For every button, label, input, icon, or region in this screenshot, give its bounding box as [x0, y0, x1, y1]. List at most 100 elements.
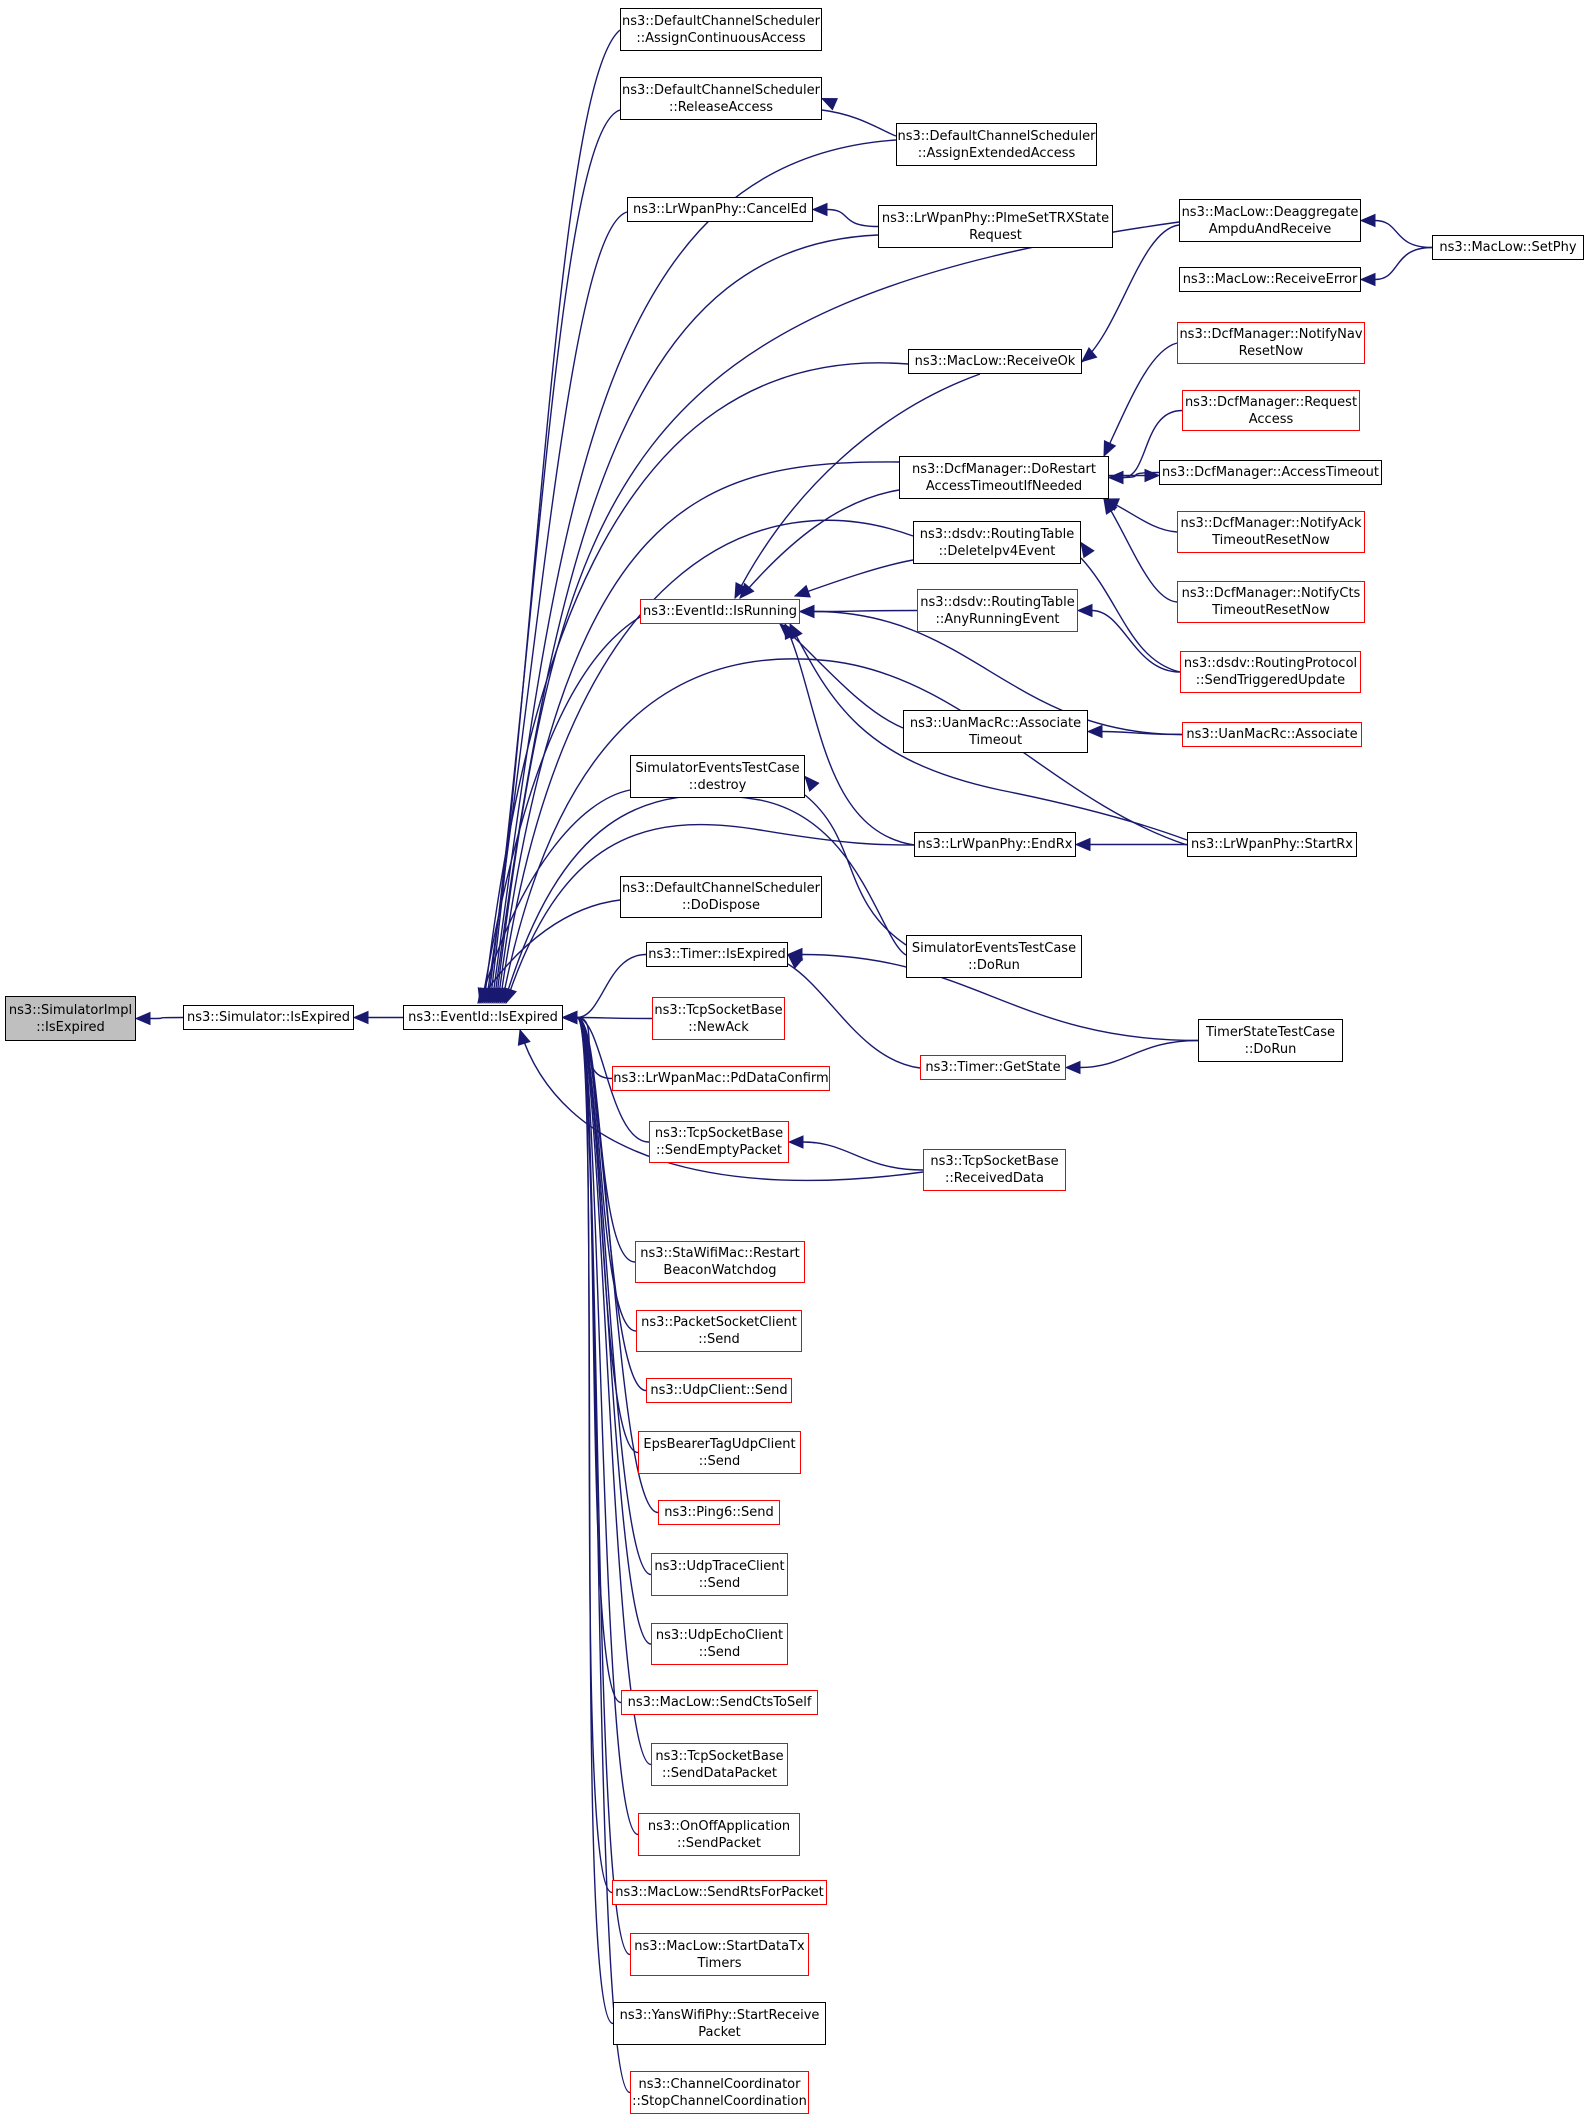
edge-dcf_dorestart-to-ev	[497, 461, 900, 1004]
edge-rp_stu-to-rt_any-arrowhead	[1076, 603, 1093, 618]
edge-dcf_nav-to-dcf_dorestart-arrowhead	[1103, 440, 1117, 458]
node-assign-extended-access[interactable]: ns3::DefaultChannelScheduler ::AssignExt…	[896, 123, 1097, 166]
edge-ml_recok-to-ev_isrun	[734, 373, 981, 599]
edge-sim-to-simimpl-arrowhead	[134, 1011, 151, 1026]
edge-timer_gs-to-timer_exp	[787, 963, 921, 1069]
node-dcf-do-restart-access-timeout[interactable]: ns3::DcfManager::DoRestart AccessTimeout…	[899, 456, 1109, 499]
edge-ping6-to-ev	[576, 1016, 659, 1514]
edge-tcp_rd-to-tcp_sep	[802, 1141, 924, 1171]
node-dcf-notify-ack-timeout[interactable]: ns3::DcfManager::NotifyAck TimeoutResetN…	[1177, 511, 1365, 553]
node-tcp-send-data-packet[interactable]: ns3::TcpSocketBase ::SendDataPacket	[651, 1743, 788, 1786]
node-lrwpan-end-rx[interactable]: ns3::LrWpanPhy::EndRx	[914, 832, 1076, 857]
node-dsdv-send-triggered-update[interactable]: ns3::dsdv::RoutingProtocol ::SendTrigger…	[1180, 651, 1361, 693]
edge-timer_test-to-timer_gs-arrowhead	[1064, 1060, 1081, 1075]
edge-tcp_rd-to-tcp_sep-arrowhead	[787, 1135, 804, 1149]
edge-ml_deagg-to-ml_recok	[1081, 224, 1180, 363]
edge-timer_test-to-timer_gs	[1079, 1039, 1199, 1069]
edge-dcs_dispose-to-ev-arrowhead	[477, 987, 492, 1005]
node-dcf-access-timeout[interactable]: ns3::DcfManager::AccessTimeout	[1159, 460, 1382, 485]
node-lrwpan-cancel-ed[interactable]: ns3::LrWpanPhy::CancelEd	[627, 197, 813, 222]
edge-dcf_dorestart-to-ev_isrun-arrowhead	[739, 582, 755, 599]
node-yans-start-receive-packet[interactable]: ns3::YansWifiPhy::StartReceive Packet	[613, 2002, 826, 2045]
edge-tcp_sdp-to-ev	[576, 1016, 652, 1766]
node-assign-continuous-access[interactable]: ns3::DefaultChannelScheduler ::AssignCon…	[620, 8, 822, 51]
edge-lr_endrx-to-ev_isrun	[784, 623, 915, 846]
edge-ml_recok-to-ev	[483, 362, 909, 1004]
edge-lr_ce-to-ev	[485, 211, 628, 1004]
node-lrwpan-mac-pd-data-confirm[interactable]: ns3::LrWpanMac::PdDataConfirm	[612, 1066, 830, 1091]
edge-ml_setphy-to-ml_deagg-arrowhead	[1359, 213, 1376, 228]
edge-ml_deagg-to-ml_recok-arrowhead	[1081, 347, 1098, 363]
edge-chcoord-to-ev-arrowhead	[561, 1010, 578, 1025]
edge-onoff-to-ev	[576, 1016, 639, 1836]
node-dsdv-delete-ipv4-event[interactable]: ns3::dsdv::RoutingTable ::DeleteIpv4Even…	[913, 521, 1081, 564]
node-event-id-is-running[interactable]: ns3::EventId::IsRunning	[640, 599, 800, 624]
node-timer-is-expired[interactable]: ns3::Timer::IsExpired	[646, 942, 788, 967]
node-sim-events-destroy[interactable]: SimulatorEventsTestCase ::destroy	[630, 755, 805, 798]
node-udp-trace-client-send[interactable]: ns3::UdpTraceClient ::Send	[651, 1553, 788, 1596]
node-simulator-is-expired[interactable]: ns3::Simulator::IsExpired	[183, 1005, 354, 1030]
node-dcf-notify-cts-timeout[interactable]: ns3::DcfManager::NotifyCts TimeoutResetN…	[1177, 581, 1365, 623]
node-dsdv-any-running-event[interactable]: ns3::dsdv::RoutingTable ::AnyRunningEven…	[917, 589, 1078, 632]
node-stop-channel-coordination[interactable]: ns3::ChannelCoordinator ::StopChannelCoo…	[630, 2071, 809, 2114]
node-maclow-deaggregate[interactable]: ns3::MacLow::Deaggregate AmpduAndReceive	[1179, 199, 1361, 242]
node-sta-restart-beacon-watchdog[interactable]: ns3::StaWifiMac::Restart BeaconWatchdog	[635, 1241, 805, 1283]
node-eps-bearer-tag-udp-client-send[interactable]: EpsBearerTagUdpClient ::Send	[638, 1431, 801, 1474]
edge-dcs_aea-to-dcs_ra-arrowhead	[820, 97, 838, 111]
edge-rp_stu-to-rt_del-arrowhead	[1080, 541, 1095, 559]
edge-rt_del-to-ev	[499, 519, 914, 1004]
edge-lr_endrx-to-ev-arrowhead	[504, 987, 517, 1005]
edge-rp_stu-to-rt_any	[1091, 609, 1181, 673]
edge-dcs_dispose-to-ev	[477, 899, 621, 1004]
edge-dcs_ra-to-ev	[487, 109, 621, 1004]
edge-timer_gs-to-timer_exp-arrowhead	[787, 953, 804, 970]
node-udp-echo-client-send[interactable]: ns3::UdpEchoClient ::Send	[651, 1623, 788, 1665]
node-dcs-do-dispose[interactable]: ns3::DefaultChannelScheduler ::DoDispose	[620, 876, 822, 918]
node-plme-set-trx-state-request[interactable]: ns3::LrWpanPhy::PlmeSetTRXState Request	[878, 205, 1113, 248]
node-tcp-send-empty-packet[interactable]: ns3::TcpSocketBase ::SendEmptyPacket	[649, 1121, 789, 1163]
edge-sim_destroy-to-ev	[479, 789, 631, 1004]
edge-dcf_cts-to-dcf_dorestart	[1103, 498, 1178, 603]
edge-timer_exp-to-ev	[576, 953, 647, 1019]
node-uan-associate-timeout[interactable]: ns3::UanMacRc::Associate Timeout	[903, 710, 1088, 753]
edge-rt_del-to-ev_isrun	[794, 559, 914, 597]
edge-lr_endrx-to-ev	[505, 823, 915, 1004]
node-onoff-send-packet[interactable]: ns3::OnOffApplication ::SendPacket	[638, 1813, 800, 1856]
node-maclow-start-data-tx-timers[interactable]: ns3::MacLow::StartDataTx Timers	[630, 1933, 809, 1976]
node-maclow-set-phy[interactable]: ns3::MacLow::SetPhy	[1432, 235, 1584, 260]
node-tcp-new-ack[interactable]: ns3::TcpSocketBase ::NewAck	[652, 997, 785, 1040]
edge-dcs_aea-to-dcs_ra	[821, 109, 897, 137]
edge-ml_setphy-to-ml_recerr	[1374, 246, 1433, 281]
edge-ml_setphy-to-ml_recerr-arrowhead	[1359, 272, 1376, 287]
edge-lr_startrx-to-ev	[501, 658, 1188, 1004]
edge-sim-to-simimpl	[149, 1016, 184, 1020]
node-sim-events-do-run[interactable]: SimulatorEventsTestCase ::DoRun	[906, 935, 1082, 978]
edge-uan_assoc-to-ev_isrun-arrowhead	[798, 604, 815, 619]
node-dcf-notify-nav-reset-now[interactable]: ns3::DcfManager::NotifyNav ResetNow	[1177, 322, 1365, 364]
edge-timer_test-to-timer_exp	[801, 953, 1199, 1042]
node-ping6-send[interactable]: ns3::Ping6::Send	[658, 1500, 780, 1525]
node-dcf-request-access[interactable]: ns3::DcfManager::Request Access	[1182, 390, 1360, 431]
edge-dcf_nav-to-dcf_dorestart	[1103, 342, 1178, 457]
node-uan-associate[interactable]: ns3::UanMacRc::Associate	[1182, 722, 1362, 747]
node-maclow-receive-ok[interactable]: ns3::MacLow::ReceiveOk	[908, 349, 1082, 374]
node-udp-client-send[interactable]: ns3::UdpClient::Send	[646, 1378, 792, 1403]
edge-ml_setphy-to-ml_deagg	[1374, 219, 1433, 249]
edge-ev_isrun-to-ev	[481, 616, 641, 1004]
edge-lr_startrx-to-lr_endrx-arrowhead	[1074, 837, 1091, 852]
node-timer-state-test-do-run[interactable]: TimerStateTestCase ::DoRun	[1198, 1019, 1343, 1062]
node-lrwpan-start-rx[interactable]: ns3::LrWpanPhy::StartRx	[1187, 832, 1357, 857]
node-maclow-send-cts-to-self[interactable]: ns3::MacLow::SendCtsToSelf	[621, 1690, 818, 1715]
node-release-access[interactable]: ns3::DefaultChannelScheduler ::ReleaseAc…	[620, 77, 822, 120]
edge-dcf_at-to-dcf_dorestart-arrowhead	[1107, 470, 1124, 485]
node-event-id-is-expired[interactable]: ns3::EventId::IsExpired	[403, 1005, 563, 1030]
node-maclow-send-rts-for-packet[interactable]: ns3::MacLow::SendRtsForPacket	[612, 1880, 827, 1905]
edge-lr_plme-to-lr_ce-arrowhead	[811, 202, 828, 217]
node-timer-get-state[interactable]: ns3::Timer::GetState	[920, 1055, 1066, 1080]
edge-ml_recok-to-ev_isrun-arrowhead	[734, 582, 748, 600]
node-maclow-receive-error[interactable]: ns3::MacLow::ReceiveError	[1179, 267, 1361, 292]
edge-sim_dorun-to-sim_destroy	[804, 794, 907, 946]
node-packet-socket-client-send[interactable]: ns3::PacketSocketClient ::Send	[636, 1310, 802, 1352]
node-tcp-received-data[interactable]: ns3::TcpSocketBase ::ReceivedData	[923, 1149, 1066, 1191]
